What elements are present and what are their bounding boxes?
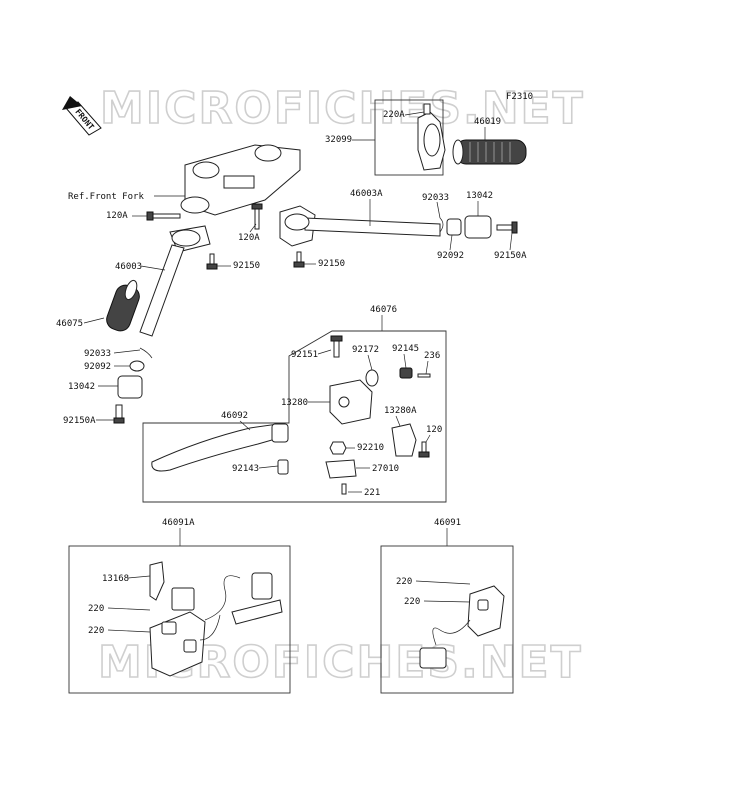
label-221: 221 [364,488,380,498]
left-grip [106,279,140,332]
left-handlebar [139,225,211,337]
label-46091A: 46091A [162,518,195,528]
label-13280: 13280 [281,398,308,408]
label-120A-mid: 120A [238,233,260,243]
label-92033-right: 92033 [422,193,449,203]
bolts-top [146,203,305,270]
label-92092-left: 92092 [84,362,111,372]
right-switch-housing [419,585,505,669]
label-92145: 92145 [392,344,419,354]
right-grip [452,139,527,165]
top-triple-clamp [180,144,301,216]
label-46092: 46092 [221,411,248,421]
label-92151: 92151 [291,350,318,360]
label-13042-right: 13042 [466,191,493,201]
label-46003: 46003 [115,262,142,272]
label-92172: 92172 [352,345,379,355]
label-13042-left: 13042 [68,382,95,392]
left-switch-group-box [68,545,291,694]
right-bar-end-parts [439,215,518,239]
label-220-a: 220 [88,604,104,614]
figure-code: F2310 [506,92,533,102]
right-switch-group-box [380,545,514,694]
label-27010: 27010 [372,464,399,474]
label-13168: 13168 [102,574,129,584]
label-92150A-right: 92150A [494,251,527,261]
lever-group-box [142,330,447,503]
clutch-lever [151,423,289,472]
label-220A-top: 220A [383,110,405,120]
throttle-housing [417,103,446,171]
label-46076: 46076 [370,305,397,315]
label-92150-left: 92150 [233,261,260,271]
label-92150A-left: 92150A [63,416,96,426]
front-arrow-icon: FRONT [62,96,102,136]
label-236: 236 [424,351,440,361]
label-13280A: 13280A [384,406,417,416]
lever-holder [329,379,417,457]
label-220-c: 220 [396,577,412,587]
watermark-top: MICROFICHES.NET [100,83,585,134]
label-120A-left: 120A [106,211,128,221]
label-46091: 46091 [434,518,461,528]
label-46075: 46075 [56,319,83,329]
label-32099: 32099 [325,135,352,145]
label-220-d: 220 [404,597,420,607]
left-switch-housing [149,561,283,677]
label-92210: 92210 [357,443,384,453]
label-46019: 46019 [474,117,501,127]
right-handlebar [279,205,441,247]
left-bar-end-parts [113,347,153,424]
label-46003A: 46003A [350,189,383,199]
label-120: 120 [426,425,442,435]
label-92092-right: 92092 [437,251,464,261]
label-92143: 92143 [232,464,259,474]
label-ref-front-fork: Ref.Front Fork [68,192,144,202]
label-92150-mid: 92150 [318,259,345,269]
label-92033-left: 92033 [84,349,111,359]
lever-small-parts [277,335,431,495]
label-220-b: 220 [88,626,104,636]
